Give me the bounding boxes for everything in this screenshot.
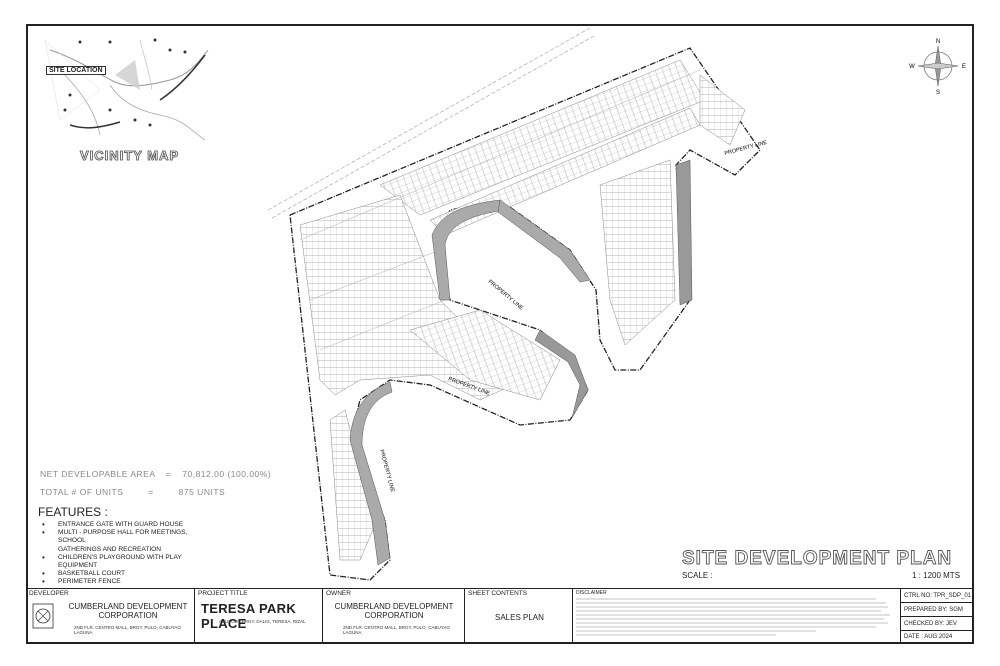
features-list: ENTRANCE GATE WITH GUARD HOUSE MULTI - P…	[40, 521, 210, 587]
feature-item: EQUIPMENT	[58, 562, 98, 570]
developer-cell: DEVELOPER CUMBERLAND DEVELOPMENT CORPORA…	[26, 589, 194, 644]
feature-item: PERIMETER FENCE	[40, 578, 210, 586]
compass-s: S	[936, 90, 940, 96]
owner-name: CUMBERLAND DEVELOPMENT CORPORATION	[334, 602, 454, 620]
sheet-contents-label: SHEET CONTENTS	[468, 590, 528, 597]
developer-address: 2ND FLR. CENTRO MALL, BRGY. PULO, CABUYA…	[74, 625, 181, 635]
feature-item: CHILDREN'S PLAYGROUND WITH PLAY	[40, 554, 210, 562]
drawing-frame	[26, 24, 974, 644]
features-heading: FEATURES :	[38, 505, 108, 519]
net-developable-area: NET DEVELOPABLE AREA = 70,812.00 (100.00…	[40, 469, 272, 479]
feature-item: BASKETBALL COURT	[40, 570, 210, 578]
feature-item: GATHERINGS AND RECREATION	[58, 545, 162, 553]
feature-item: ENTRANCE GATE WITH GUARD HOUSE	[40, 521, 210, 529]
compass-w: W	[909, 64, 915, 70]
owner-address: 2ND FLR. CENTRO MALL, BRGY. PULO, CABUYA…	[343, 625, 450, 635]
disclaimer-fine-print	[576, 598, 890, 636]
sheet-contents-cell: SHEET CONTENTS SALES PLAN	[464, 589, 572, 644]
developer-label: DEVELOPER	[29, 590, 69, 597]
disclaimer-text	[576, 597, 892, 638]
owner-cell: OWNER CUMBERLAND DEVELOPMENT CORPORATION…	[322, 589, 464, 644]
control-cell: CTRL NO: TPR_SDP_01 PREPARED BY: SGM CHE…	[900, 589, 974, 644]
checked-by: CHECKED BY: JEV	[901, 617, 974, 631]
scale-value: 1 : 1200 MTS	[912, 571, 961, 580]
feature-item: MULTI - PURPOSE HALL FOR MEETINGS, SCHOO…	[40, 529, 210, 545]
property-line-label-1: PROPERTY LINE	[487, 279, 525, 312]
disclaimer-cell: DISCLAIMER	[572, 589, 900, 644]
property-line-label-4: PROPERTY LINE	[378, 449, 395, 493]
scale-label: SCALE :	[682, 571, 713, 580]
date: DATE : AUG 2024	[904, 634, 953, 640]
title-block-top-rule	[26, 588, 974, 589]
project-address: ABUYOD , BRGY. DALIG, TERESA, RIZAL	[219, 619, 306, 624]
plan-title: SITE DEVELOPMENT PLAN	[682, 548, 953, 570]
compass-e: E	[962, 64, 966, 70]
compass-n: N	[936, 39, 940, 45]
total-units: TOTAL # OF UNITS = 875 UNITS	[40, 487, 226, 497]
vicinity-map-title: VICINITY MAP	[80, 148, 180, 164]
sheet-name: SALES PLAN	[495, 613, 544, 622]
ctrl-no: CTRL NO: TPR_SDP_01	[901, 589, 974, 603]
owner-label: OWNER	[326, 590, 351, 597]
site-location-label: SITE LOCATION	[46, 66, 106, 75]
vicinity-map	[44, 38, 209, 141]
developer-name: CUMBERLAND DEVELOPMENT CORPORATION	[68, 602, 188, 620]
prepared-by: PREPARED BY: SGM	[901, 603, 974, 617]
north-arrow-icon: N S E W	[909, 39, 966, 96]
project-label: PROJECT TITLE	[198, 590, 248, 597]
disclaimer-label: DISCLAIMER	[576, 590, 607, 596]
project-cell: PROJECT TITLE TERESA PARK PLACE ABUYOD ,…	[194, 589, 322, 644]
developer-logo-icon	[32, 603, 54, 629]
project-name: TERESA PARK PLACE	[201, 601, 297, 631]
